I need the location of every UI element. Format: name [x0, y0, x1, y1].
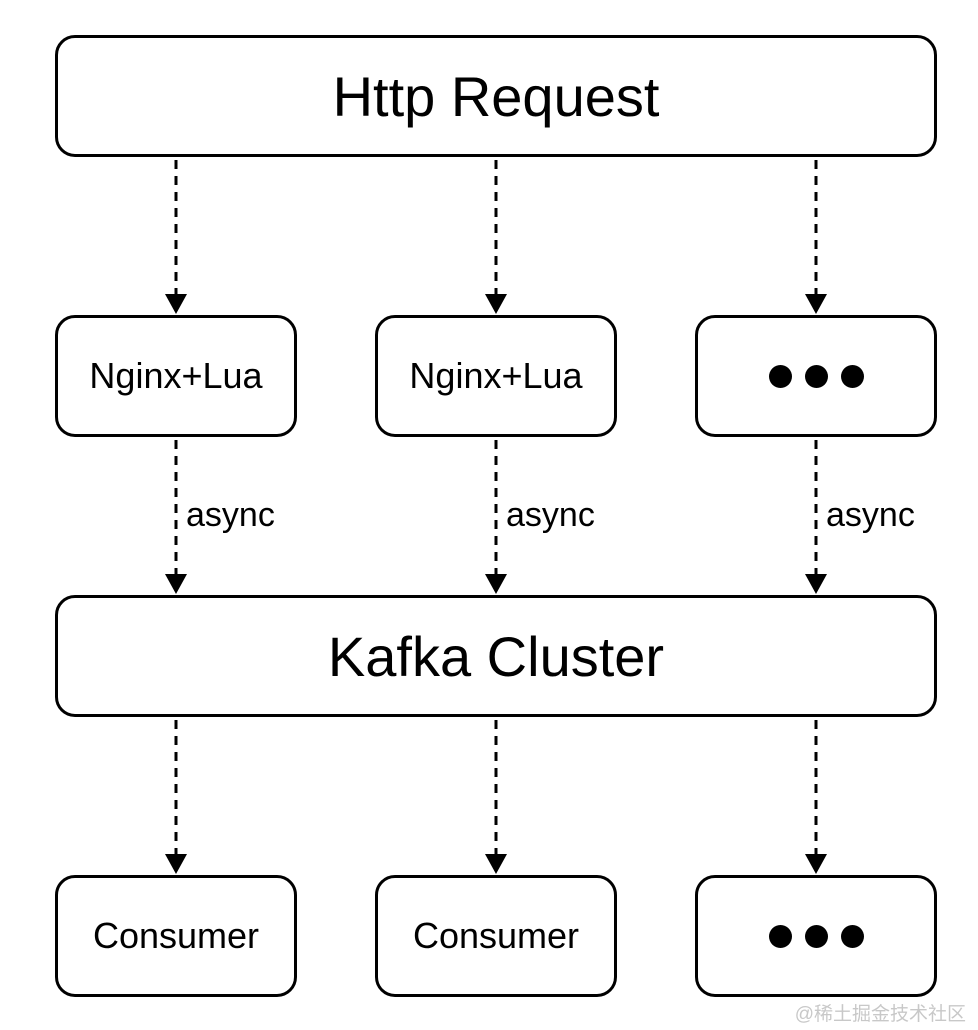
arrowhead — [165, 294, 187, 314]
ellipsis-icon — [768, 364, 864, 388]
nginx-lua-node-1: Nginx+Lua — [55, 315, 297, 437]
nginx-lua-node-2: Nginx+Lua — [375, 315, 617, 437]
arrowhead — [485, 574, 507, 594]
arrowhead — [485, 294, 507, 314]
nginx-lua-label-2: Nginx+Lua — [409, 355, 583, 396]
http-request-label: Http Request — [332, 64, 660, 128]
edge-label-async-1: async — [186, 496, 275, 534]
kafka-cluster-label: Kafka Cluster — [327, 624, 665, 688]
watermark: @稀土掘金技术社区 — [794, 1004, 966, 1025]
consumer-node-1: Consumer — [55, 875, 297, 997]
arrowhead — [165, 854, 187, 874]
arrowhead — [485, 854, 507, 874]
kafka-cluster-node: Kafka Cluster — [55, 595, 937, 717]
arrowhead — [165, 574, 187, 594]
consumer-label-2: Consumer — [412, 915, 580, 956]
arrowhead — [805, 854, 827, 874]
edge-label-async-2: async — [506, 496, 595, 534]
nginx-lua-label-1: Nginx+Lua — [89, 355, 263, 396]
consumer-node-2: Consumer — [375, 875, 617, 997]
arrowhead — [805, 574, 827, 594]
http-request-node: Http Request — [55, 35, 937, 157]
ellipsis-icon — [768, 924, 864, 948]
edge-label-async-3: async — [826, 496, 915, 534]
more-consumers-node — [695, 875, 937, 997]
consumer-label-1: Consumer — [92, 915, 260, 956]
more-producers-node — [695, 315, 937, 437]
arrowhead — [805, 294, 827, 314]
